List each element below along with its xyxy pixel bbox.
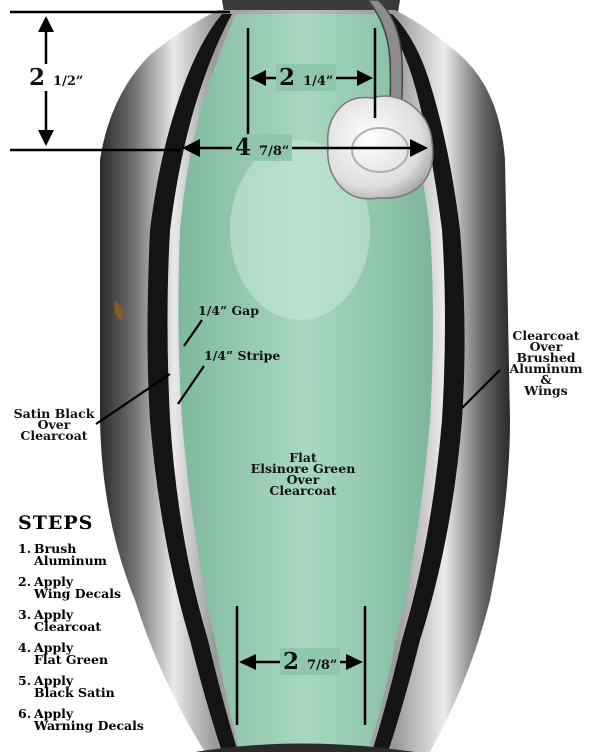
dim-width-inner-label: 2 1/4” bbox=[276, 64, 337, 91]
gap-label: 1/4” Gap bbox=[198, 303, 260, 318]
step-1: 1.Brush Aluminum bbox=[18, 541, 107, 568]
leader-lines bbox=[95, 319, 501, 425]
step-4: 4.Apply Flat Green bbox=[18, 640, 109, 667]
left-black-stripe bbox=[147, 14, 238, 752]
tank-neck bbox=[222, 0, 400, 12]
dim-width-bottom-label: 2 7/8” bbox=[280, 648, 341, 675]
step-3: 3.Apply Clearcoat bbox=[18, 607, 102, 634]
satin-black-label: Satin Black Over Clearcoat bbox=[13, 406, 95, 443]
right-black-stripe bbox=[372, 14, 465, 752]
center-paint-label: Flat Elsinore Green Over Clearcoat bbox=[250, 450, 356, 498]
dim-height-top-label: 2 1/2” bbox=[26, 64, 87, 91]
step-2: 2.Apply Wing Decals bbox=[18, 574, 122, 601]
wing-decal-left bbox=[114, 300, 123, 320]
right-clearcoat-label: Clearcoat Over Brushed Aluminum & Wings bbox=[509, 328, 583, 398]
step-5: 5.Apply Black Satin bbox=[18, 673, 115, 700]
stripe-label: 1/4” Stripe bbox=[204, 348, 281, 363]
dim-width-outer-label: 4 7/8” bbox=[232, 134, 293, 161]
step-6: 6.Apply Warning Decals bbox=[18, 706, 144, 733]
steps-title: STEPS bbox=[18, 512, 94, 534]
